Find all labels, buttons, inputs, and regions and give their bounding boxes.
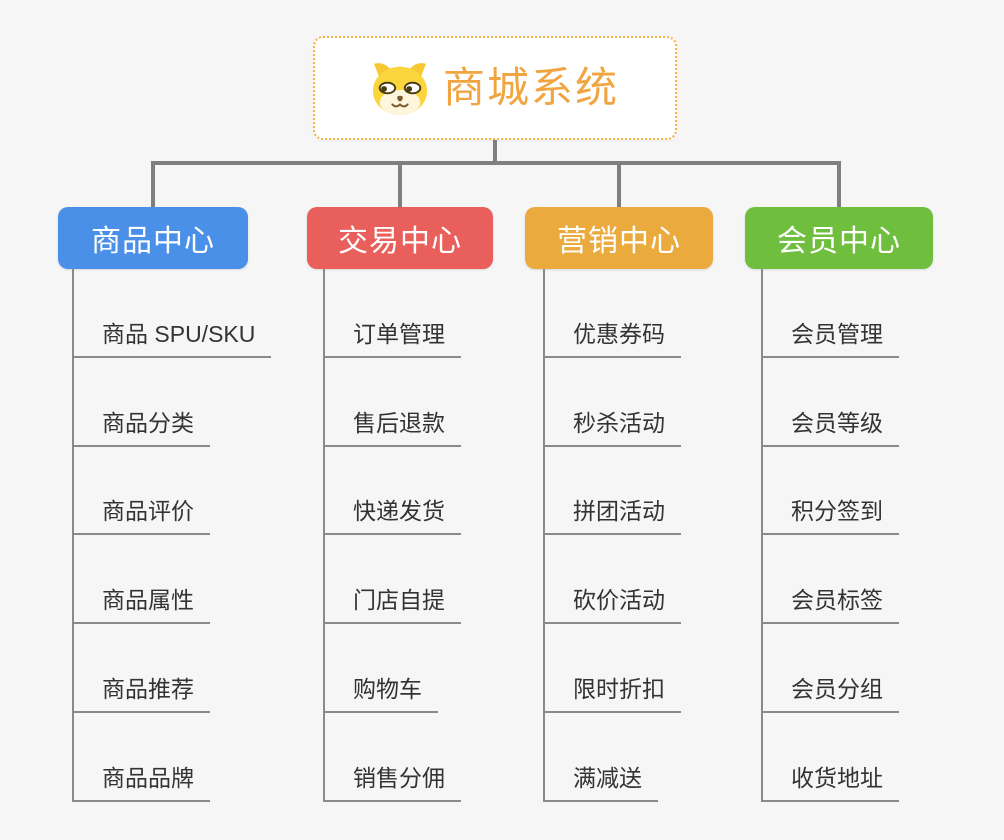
leaf-node[interactable]: 订单管理 xyxy=(323,320,461,358)
leaf-node[interactable]: 拼团活动 xyxy=(543,497,681,535)
leaf-node[interactable]: 商品分类 xyxy=(72,409,210,447)
connector-trunk xyxy=(761,269,763,802)
branch-node-marketing-center[interactable]: 营销中心 xyxy=(525,207,713,269)
shiba-dog-icon xyxy=(372,63,428,116)
leaf-node[interactable]: 砍价活动 xyxy=(543,586,681,624)
leaf-node[interactable]: 满减送 xyxy=(543,764,658,802)
leaf-node[interactable]: 积分签到 xyxy=(761,497,899,535)
connector-drop-marketing xyxy=(617,161,621,207)
connector-trunk xyxy=(543,269,545,802)
branch-node-trade-center[interactable]: 交易中心 xyxy=(307,207,493,269)
leaf-node[interactable]: 会员标签 xyxy=(761,586,899,624)
leaf-node[interactable]: 商品推荐 xyxy=(72,675,210,713)
leaf-node[interactable]: 限时折扣 xyxy=(543,675,681,713)
leaf-node[interactable]: 门店自提 xyxy=(323,586,461,624)
root-node[interactable]: 商城系统 xyxy=(313,36,677,140)
connector-trunk xyxy=(323,269,325,802)
connector-root-drop xyxy=(493,140,497,165)
root-title: 商城系统 xyxy=(442,64,619,111)
leaf-node[interactable]: 会员分组 xyxy=(761,675,899,713)
leaf-node[interactable]: 商品 SPU/SKU xyxy=(72,320,272,358)
leaf-node[interactable]: 优惠券码 xyxy=(543,320,681,358)
connector-drop-product xyxy=(151,161,155,207)
leaf-node[interactable]: 购物车 xyxy=(323,675,438,713)
leaf-node[interactable]: 会员管理 xyxy=(761,320,899,358)
connector-horizontal-bar xyxy=(151,161,841,165)
leaf-node[interactable]: 快递发货 xyxy=(323,497,461,535)
leaf-node[interactable]: 销售分佣 xyxy=(323,764,461,802)
connector-trunk xyxy=(72,269,74,802)
branch-node-product-center[interactable]: 商品中心 xyxy=(58,207,248,269)
leaf-node[interactable]: 商品属性 xyxy=(72,586,210,624)
connector-drop-member xyxy=(837,161,841,207)
connector-drop-trade xyxy=(398,161,402,207)
branch-node-member-center[interactable]: 会员中心 xyxy=(745,207,933,269)
leaf-node[interactable]: 收货地址 xyxy=(761,764,899,802)
leaf-node[interactable]: 售后退款 xyxy=(323,409,461,447)
leaf-node[interactable]: 秒杀活动 xyxy=(543,409,681,447)
leaf-node[interactable]: 商品评价 xyxy=(72,497,210,535)
leaf-node[interactable]: 会员等级 xyxy=(761,409,899,447)
leaf-node[interactable]: 商品品牌 xyxy=(72,764,210,802)
